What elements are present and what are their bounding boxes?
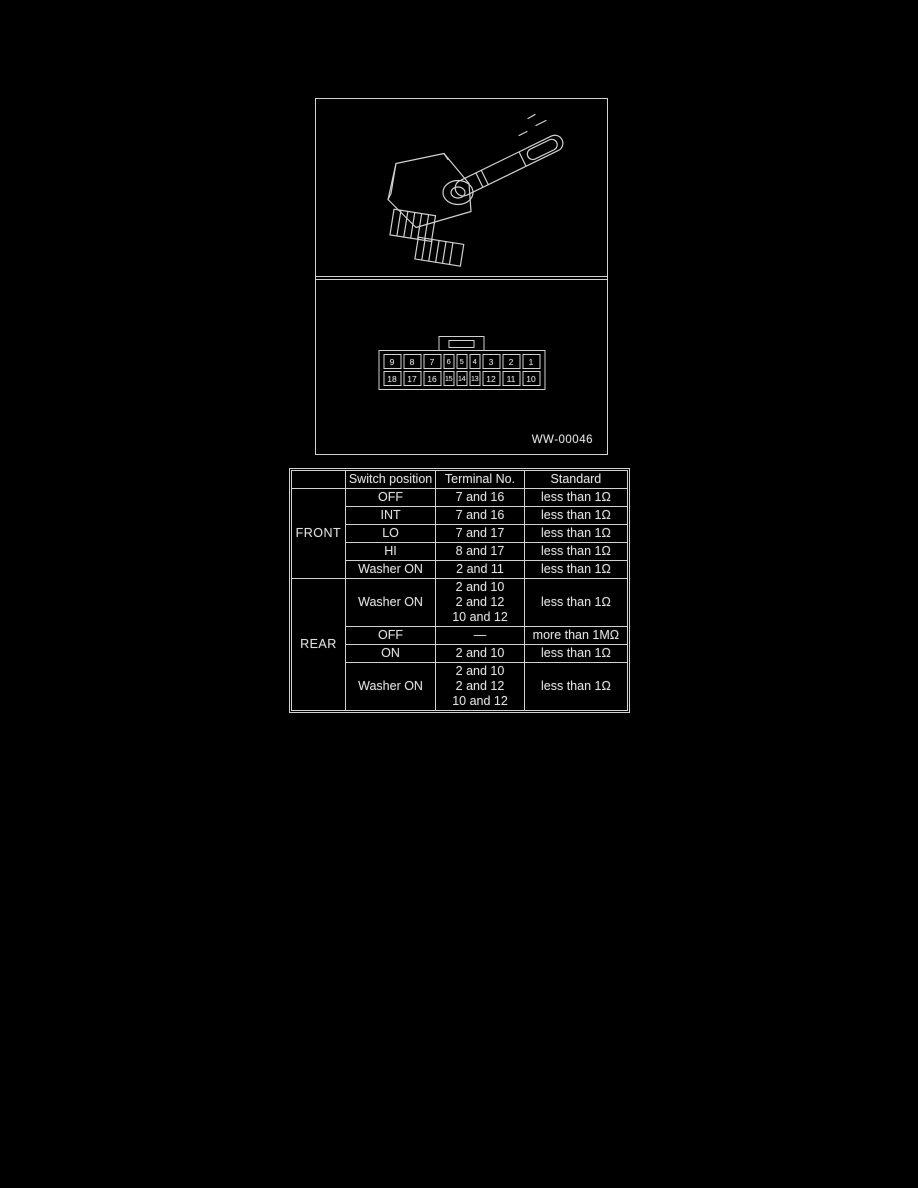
terminal-cell: 2 and 10 2 and 12 10 and 12	[435, 578, 525, 627]
switch-position-cell: OFF	[344, 626, 437, 645]
switch-illustration-panel	[316, 99, 607, 277]
table-row: Washer ON 2 and 11 less than 1Ω	[292, 560, 629, 579]
standard-cell: less than 1Ω	[523, 524, 629, 543]
switch-position-cell: HI	[344, 542, 437, 561]
standard-cell: more than 1MΩ	[523, 626, 629, 645]
switch-position-cell: Washer ON	[344, 662, 437, 711]
switch-position-cell: Washer ON	[344, 560, 437, 579]
table-header-row: Switch position Terminal No. Standard	[291, 470, 629, 489]
connector-pin-1: 1	[522, 354, 540, 369]
connector-pin-14: 14	[456, 371, 467, 386]
connector-pin-9: 9	[383, 354, 401, 369]
terminal-cell: —	[435, 626, 525, 645]
group-label-front: FRONT	[291, 488, 346, 579]
continuity-table-frame: Switch position Terminal No. Standard FR…	[289, 468, 630, 713]
connector-pin-10: 10	[522, 371, 540, 386]
standard-cell: less than 1Ω	[523, 644, 629, 663]
table-row: ON 2 and 10 less than 1Ω	[292, 644, 629, 663]
terminal-cell: 2 and 11	[435, 560, 525, 579]
standard-cell: less than 1Ω	[523, 542, 629, 561]
table-row: HI 8 and 17 less than 1Ω	[292, 542, 629, 561]
switch-position-cell: INT	[344, 506, 437, 525]
standard-cell: less than 1Ω	[523, 662, 629, 711]
connector-pin-16: 16	[423, 371, 441, 386]
connector-pin-17: 17	[403, 371, 421, 386]
connector-pin-11: 11	[502, 371, 520, 386]
table-row: REAR Washer ON 2 and 10 2 and 12 10 and …	[291, 578, 629, 711]
connector-pin-3: 3	[482, 354, 500, 369]
corner-cell	[291, 470, 346, 489]
terminal-cell: 7 and 17	[435, 524, 525, 543]
standard-cell: less than 1Ω	[523, 578, 629, 627]
terminal-cell: 7 and 16	[435, 506, 525, 525]
standard-cell: less than 1Ω	[523, 506, 629, 525]
switch-position-cell: ON	[344, 644, 437, 663]
group-label-rear: REAR	[291, 578, 346, 711]
standard-cell: less than 1Ω	[523, 560, 629, 579]
terminal-cell: 8 and 17	[435, 542, 525, 561]
terminal-cell: 2 and 10	[435, 644, 525, 663]
switch-position-cell: OFF	[344, 488, 437, 507]
continuity-table: Switch position Terminal No. Standard FR…	[291, 470, 629, 711]
connector-pin-15: 15	[443, 371, 454, 386]
connector-pin-18: 18	[383, 371, 401, 386]
connector-pin-7: 7	[423, 354, 441, 369]
figure-code: WW-00046	[531, 434, 593, 446]
connector-pin-5: 5	[456, 354, 467, 369]
connector-pin-13: 13	[469, 371, 480, 386]
connector-pin-12: 12	[482, 371, 500, 386]
table-row: FRONT OFF 7 and 16 less than 1Ω	[291, 488, 629, 579]
terminal-cell: 2 and 10 2 and 12 10 and 12	[435, 662, 525, 711]
switch-position-cell: Washer ON	[344, 578, 437, 627]
header-standard: Standard	[523, 470, 629, 489]
switch-position-cell: LO	[344, 524, 437, 543]
wiper-switch-illustration	[387, 113, 564, 267]
connector-pin-8: 8	[403, 354, 421, 369]
table-row: Washer ON 2 and 10 2 and 12 10 and 12 le…	[292, 662, 629, 711]
connector-latch-tab	[438, 336, 485, 350]
header-terminal-no: Terminal No.	[435, 470, 525, 489]
connector-pin-6: 6	[443, 354, 454, 369]
connector-pin-2: 2	[502, 354, 520, 369]
connector-pin-4: 4	[469, 354, 480, 369]
header-switch-position: Switch position	[344, 470, 437, 489]
standard-cell: less than 1Ω	[523, 488, 629, 507]
terminal-cell: 7 and 16	[435, 488, 525, 507]
